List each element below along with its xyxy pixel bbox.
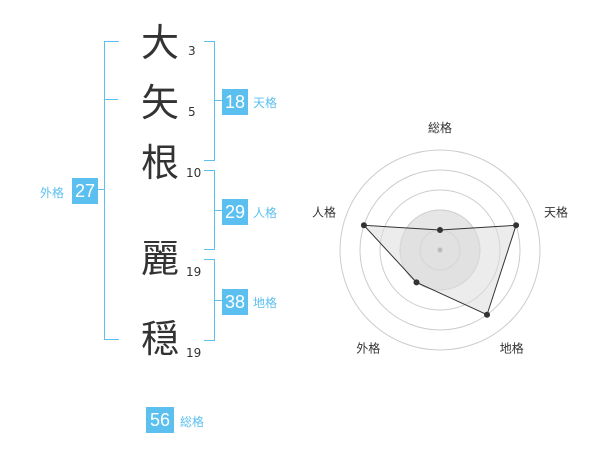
stroke-count-2: 5 [188,105,196,119]
stroke-count-3: 10 [186,166,202,180]
name-char-2: 矢 [140,81,179,125]
jinkaku-value: 29 [222,199,248,225]
radar-point-4 [413,279,420,286]
gaikaku-connector [97,189,105,190]
gaikaku-value: 27 [72,178,98,204]
name-char-5: 穏 [140,317,179,361]
stroke-count-1: 3 [188,44,196,58]
jinkaku-connector [214,210,222,211]
gaikaku-bracket [104,41,119,340]
stroke-count-4: 19 [186,265,202,279]
radar-axis-label-1: 総格 [428,120,452,135]
name-char-4: 麗 [140,237,179,281]
radar-point-3 [484,311,491,318]
radar-axis-label-3: 地格 [500,341,524,356]
jinkaku-label: 人格 [253,206,278,220]
soukaku-value: 56 [146,407,174,433]
tenkaku-bracket [204,41,215,161]
radar-point-1 [437,227,443,233]
radar-center-dot [437,247,443,253]
radar-series-polygon [362,224,517,316]
name-char-3: 根 [140,141,179,185]
chikaku-connector [214,300,222,301]
radar-ring-5 [339,149,541,351]
radar-axis-label-4: 外格 [356,341,380,356]
radar-point-5 [360,222,367,229]
gaikaku-label: 外格 [40,186,65,200]
stroke-count-5: 19 [186,346,202,360]
radar-axis-label-2: 天格 [544,204,568,219]
radar-ring-4 [359,169,521,331]
radar-point-2 [513,222,520,229]
radar-axis-label-5: 人格 [312,204,336,219]
radar-series [360,222,520,318]
chikaku-label: 地格 [253,296,278,310]
tenkaku-connector [214,100,222,101]
tenkaku-value: 18 [222,89,248,115]
name-char-1: 大 [140,21,179,65]
chikaku-value: 38 [222,289,248,315]
gaikaku-bracket-inner-tick [104,99,118,100]
tenkaku-label: 天格 [253,96,278,110]
soukaku-label: 総格 [180,415,205,429]
